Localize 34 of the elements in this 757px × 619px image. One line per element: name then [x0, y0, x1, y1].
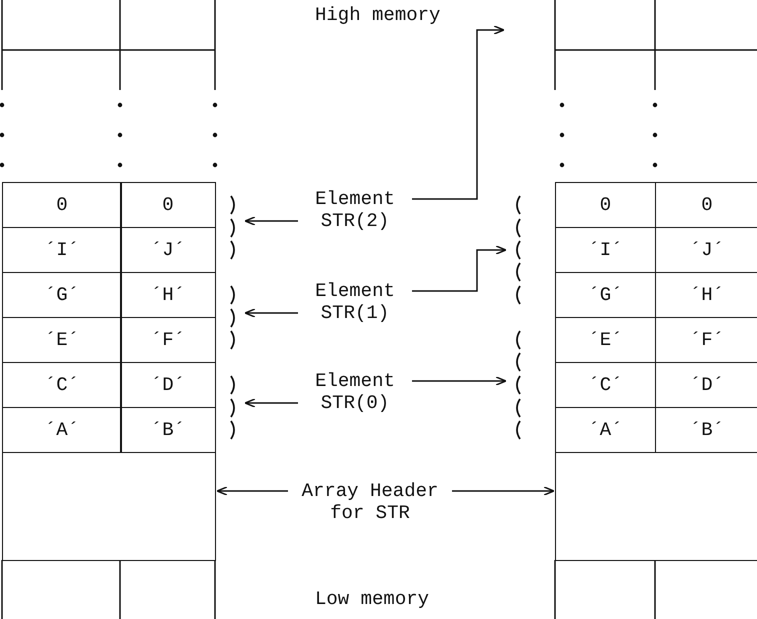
memory-cell: 0 [2, 182, 122, 228]
memory-cell: ´A´ [2, 407, 122, 453]
arrow [244, 308, 298, 318]
pointer-label: Element STR(1) [300, 280, 410, 324]
pointer-label: Element STR(2) [300, 188, 410, 232]
pointer-label: Element STR(0) [300, 370, 410, 414]
memory-cell: ´E´ [2, 317, 122, 363]
arrow [412, 376, 507, 386]
parenthesis-bracket [230, 376, 235, 440]
memory-cell: 0 [555, 182, 656, 228]
pointer-label: Array Header for STR [290, 480, 450, 524]
arrow [216, 486, 288, 496]
memory-cell: ´B´ [120, 407, 216, 453]
memory-cell: ´J´ [120, 227, 216, 273]
parenthesis-bracket [516, 330, 521, 440]
arrow [244, 398, 298, 408]
parenthesis-bracket [230, 196, 235, 260]
memory-cell: ´C´ [2, 362, 122, 408]
memory-cell [555, 452, 757, 561]
memory-cell [2, 452, 216, 561]
memory-cell: ´D´ [120, 362, 216, 408]
arrow [244, 216, 298, 226]
arrow [452, 486, 555, 496]
memory-cell: ´F´ [120, 317, 216, 363]
parenthesis-bracket [230, 286, 235, 350]
arrow [412, 25, 505, 200]
memory-cell: 0 [120, 182, 216, 228]
memory-cell: ´H´ [120, 272, 216, 318]
memory-cell: ´G´ [2, 272, 122, 318]
memory-cell: ´I´ [2, 227, 122, 273]
arrow [412, 245, 507, 292]
memory-end-label: High memory [315, 4, 440, 26]
memory-end-label: Low memory [315, 588, 430, 610]
parenthesis-bracket [516, 196, 521, 304]
